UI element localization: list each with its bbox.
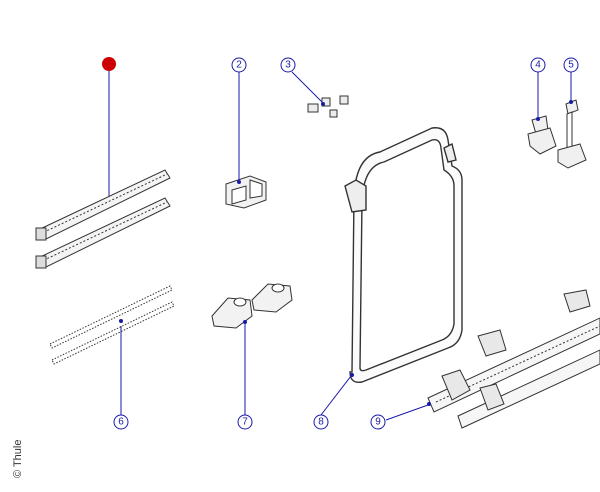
part-9-trays (428, 290, 600, 428)
svg-text:8: 8 (318, 417, 324, 428)
callout-7: 7 (237, 414, 253, 430)
svg-text:6: 6 (118, 417, 124, 428)
part-4-holder (528, 116, 556, 154)
red-marker (102, 57, 116, 71)
callout-3-leader (291, 71, 324, 104)
callout-8-leader (320, 375, 352, 416)
svg-text:3: 3 (285, 60, 291, 71)
callout-9-leader (385, 404, 429, 421)
part-8-frame (345, 128, 462, 383)
callout-8: 8 (313, 414, 329, 430)
callout-4: 4 (530, 57, 546, 73)
svg-text:4: 4 (535, 60, 541, 71)
callout-2: 2 (231, 57, 247, 73)
callout-5: 5 (563, 57, 579, 73)
svg-text:5: 5 (568, 60, 574, 71)
svg-text:7: 7 (242, 417, 248, 428)
callout-6: 6 (113, 414, 129, 430)
part-6-strips (50, 286, 174, 364)
copyright-notice: © Thule (12, 439, 24, 478)
part-1-rails (36, 170, 170, 268)
callout-3: 3 (280, 57, 296, 73)
callout-9: 9 (370, 414, 386, 430)
part-5-holder (558, 100, 586, 168)
part-7-clamps (212, 284, 292, 328)
part-3-nuts (308, 96, 348, 117)
svg-text:9: 9 (375, 417, 381, 428)
svg-text:2: 2 (236, 60, 242, 71)
part-2-bracket (226, 176, 266, 208)
